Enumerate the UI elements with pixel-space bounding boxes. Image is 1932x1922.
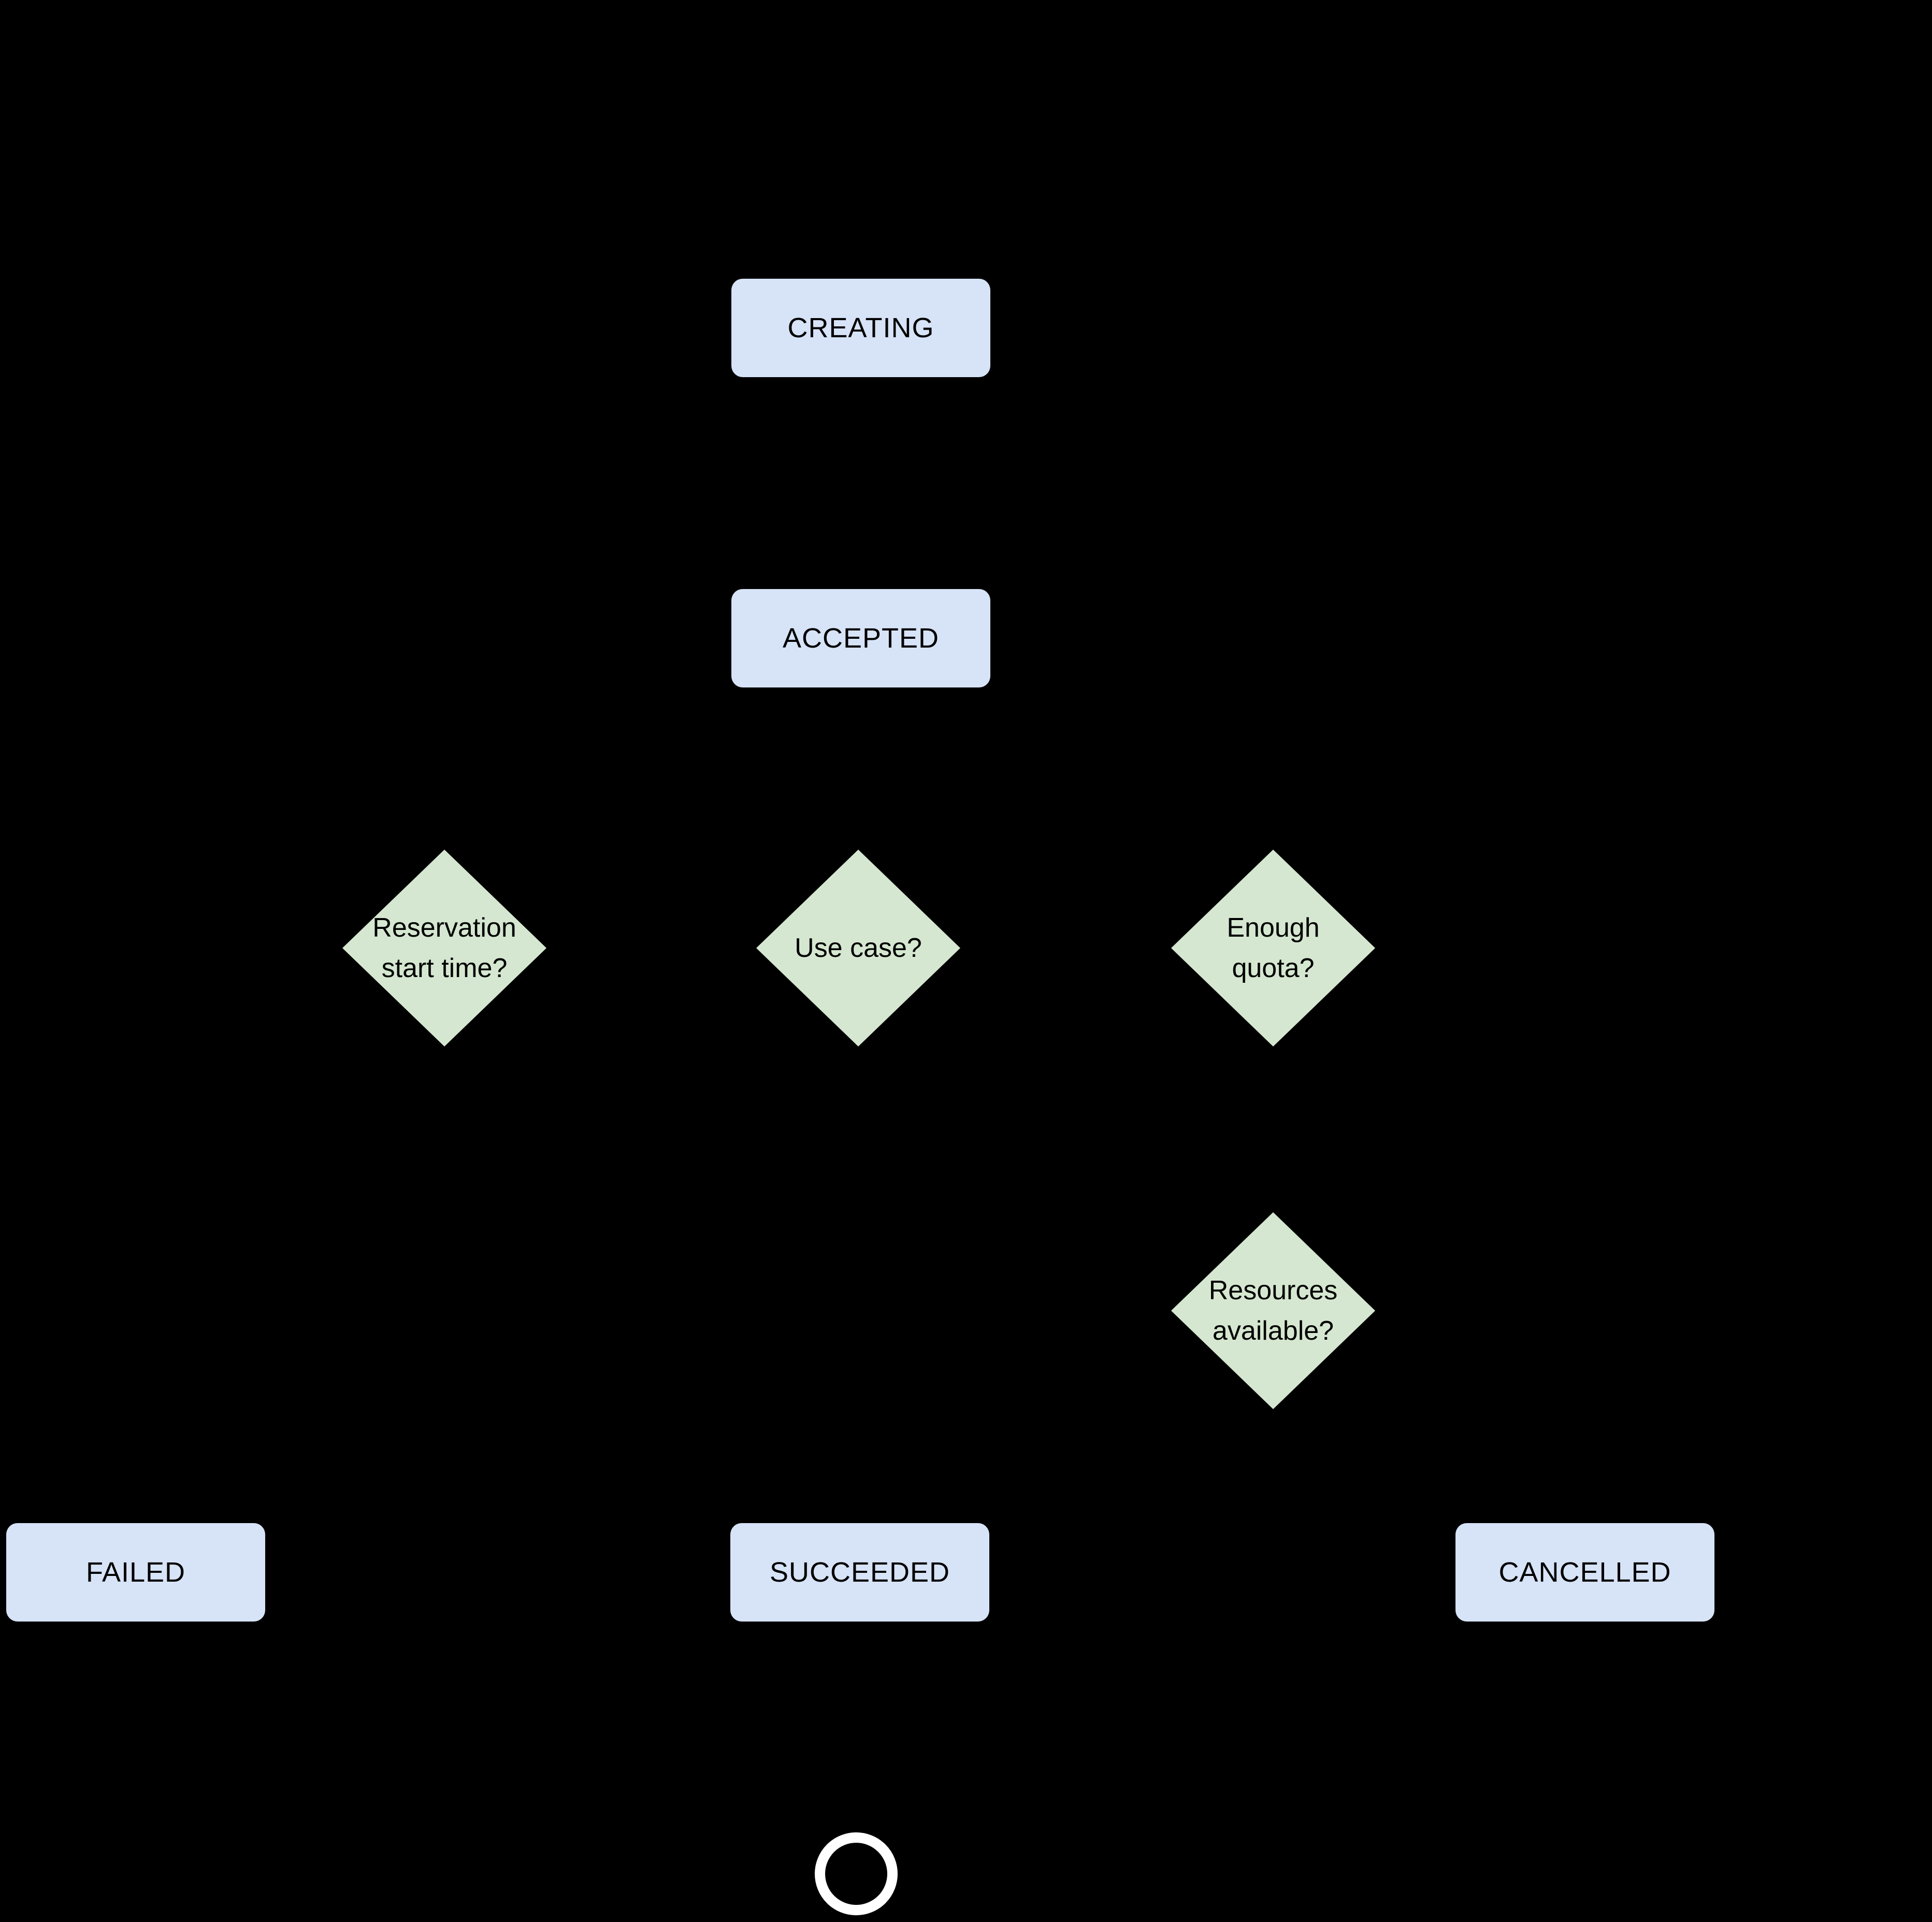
decision-label-line: Reservation [372, 913, 516, 943]
state-failed: FAILED [6, 1523, 265, 1622]
end-state-circle-icon [815, 1832, 898, 1915]
state-creating: CREATING [731, 279, 990, 377]
state-cancelled-label: CANCELLED [1498, 1557, 1671, 1588]
decision-use-case: Use case? [756, 850, 960, 1046]
state-succeeded-label: SUCCEEDED [769, 1557, 950, 1588]
decision-enough-quota: Enough quota? [1171, 850, 1375, 1046]
decision-resources-available: Resources available? [1171, 1212, 1375, 1409]
state-creating-label: CREATING [787, 312, 934, 343]
state-accepted-label: ACCEPTED [782, 623, 940, 654]
state-failed-label: FAILED [85, 1557, 186, 1588]
state-accepted: ACCEPTED [731, 589, 990, 687]
decision-reservation-start-time: Reservation start time? [342, 850, 546, 1046]
decision-label-line: start time? [381, 953, 508, 983]
state-cancelled: CANCELLED [1455, 1523, 1714, 1622]
decision-label-line: Enough [1227, 913, 1320, 943]
decision-label-line: available? [1212, 1316, 1334, 1346]
decision-label-line: Resources [1208, 1275, 1338, 1306]
decision-label-line: Use case? [795, 933, 922, 963]
state-succeeded: SUCCEEDED [730, 1523, 989, 1622]
decision-label-line: quota? [1232, 953, 1315, 983]
